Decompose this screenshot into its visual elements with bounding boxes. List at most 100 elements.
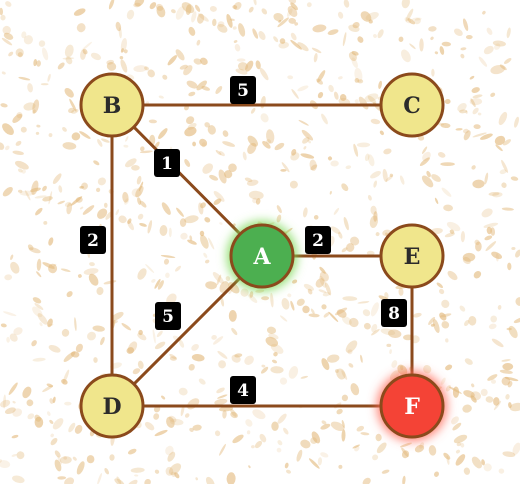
parchment-speckle xyxy=(492,192,503,198)
parchment-speckle xyxy=(16,112,23,119)
parchment-speckle xyxy=(127,218,132,225)
parchment-speckle xyxy=(219,151,225,157)
parchment-speckle xyxy=(513,317,520,324)
parchment-speckle xyxy=(498,111,508,126)
parchment-speckle xyxy=(34,303,44,310)
parchment-speckle xyxy=(77,274,82,278)
parchment-speckle xyxy=(302,137,310,144)
parchment-speckle xyxy=(139,200,147,208)
parchment-speckle xyxy=(462,256,471,265)
parchment-speckle xyxy=(47,73,51,82)
parchment-speckle xyxy=(225,276,231,282)
parchment-speckle xyxy=(462,18,469,31)
parchment-speckle xyxy=(136,175,142,185)
parchment-speckle xyxy=(247,135,259,147)
parchment-speckle xyxy=(153,413,160,420)
parchment-speckle xyxy=(347,349,353,355)
parchment-speckle xyxy=(93,160,100,166)
parchment-speckle xyxy=(144,66,149,71)
parchment-speckle xyxy=(501,376,511,386)
node-e[interactable]: E xyxy=(379,223,445,289)
node-circle xyxy=(379,72,445,138)
parchment-speckle xyxy=(42,196,53,202)
parchment-speckle xyxy=(354,99,359,104)
parchment-speckle xyxy=(191,11,197,23)
parchment-speckle xyxy=(68,107,75,113)
parchment-speckle xyxy=(494,43,501,50)
parchment-speckle xyxy=(428,317,436,325)
parchment-speckle xyxy=(156,3,164,11)
parchment-speckle xyxy=(399,175,405,185)
parchment-speckle xyxy=(440,122,451,129)
parchment-speckle xyxy=(321,113,328,125)
parchment-speckle xyxy=(180,232,188,240)
parchment-speckle xyxy=(64,44,74,58)
parchment-speckle xyxy=(184,413,190,418)
parchment-speckle xyxy=(401,49,411,63)
parchment-speckle xyxy=(462,252,476,262)
parchment-speckle xyxy=(508,325,518,339)
parchment-speckle xyxy=(288,17,296,24)
parchment-speckle xyxy=(208,237,215,250)
parchment-speckle xyxy=(252,197,258,204)
parchment-speckle xyxy=(218,360,227,369)
parchment-speckle xyxy=(431,68,435,77)
node-d[interactable]: D xyxy=(79,373,145,439)
parchment-speckle xyxy=(426,170,431,178)
parchment-speckle xyxy=(64,201,72,207)
parchment-speckle xyxy=(126,9,135,20)
node-b[interactable]: B xyxy=(79,72,145,138)
parchment-speckle xyxy=(486,27,493,35)
parchment-speckle xyxy=(421,175,434,188)
node-f[interactable]: F xyxy=(377,371,447,441)
parchment-speckle xyxy=(212,271,224,284)
parchment-speckle xyxy=(17,168,23,173)
parchment-speckle xyxy=(296,298,305,306)
parchment-speckle xyxy=(179,218,187,227)
parchment-speckle xyxy=(490,315,498,323)
parchment-speckle xyxy=(309,159,317,171)
parchment-speckle xyxy=(115,209,120,216)
parchment-speckle xyxy=(485,241,497,252)
parchment-speckle xyxy=(401,0,410,9)
parchment-speckle xyxy=(116,476,122,484)
parchment-speckle xyxy=(338,231,343,239)
parchment-speckle xyxy=(32,99,40,114)
parchment-speckle xyxy=(505,394,510,400)
parchment-speckle xyxy=(138,181,144,192)
parchment-speckle xyxy=(290,39,302,50)
parchment-speckle xyxy=(310,437,318,444)
parchment-speckle xyxy=(342,296,358,301)
parchment-speckle xyxy=(379,130,384,136)
node-c[interactable]: C xyxy=(379,72,445,138)
parchment-speckle xyxy=(459,109,468,114)
parchment-speckle xyxy=(97,208,108,219)
parchment-speckle xyxy=(217,24,228,33)
parchment-speckle xyxy=(238,23,246,37)
node-a[interactable]: A xyxy=(227,221,297,291)
parchment-speckle xyxy=(320,452,329,458)
parchment-speckle xyxy=(81,41,93,51)
parchment-speckle xyxy=(0,7,4,16)
parchment-speckle xyxy=(404,17,412,24)
parchment-speckle xyxy=(328,311,339,322)
parchment-speckle xyxy=(493,397,500,406)
parchment-speckle xyxy=(281,162,290,173)
parchment-speckle xyxy=(330,421,345,432)
parchment-speckle xyxy=(459,305,466,312)
parchment-speckle xyxy=(144,478,151,486)
parchment-speckle xyxy=(441,321,450,329)
parchment-speckle xyxy=(97,472,103,485)
parchment-speckle xyxy=(364,153,370,162)
parchment-speckle xyxy=(6,336,10,343)
parchment-speckle xyxy=(62,142,77,150)
parchment-speckle xyxy=(348,363,354,368)
parchment-speckle xyxy=(276,447,282,453)
parchment-speckle xyxy=(456,442,462,447)
parchment-speckle xyxy=(440,162,455,167)
parchment-speckle xyxy=(512,442,520,455)
parchment-speckle xyxy=(341,183,349,192)
parchment-speckle xyxy=(455,454,466,466)
parchment-speckle xyxy=(495,253,499,262)
parchment-speckle xyxy=(108,0,115,10)
